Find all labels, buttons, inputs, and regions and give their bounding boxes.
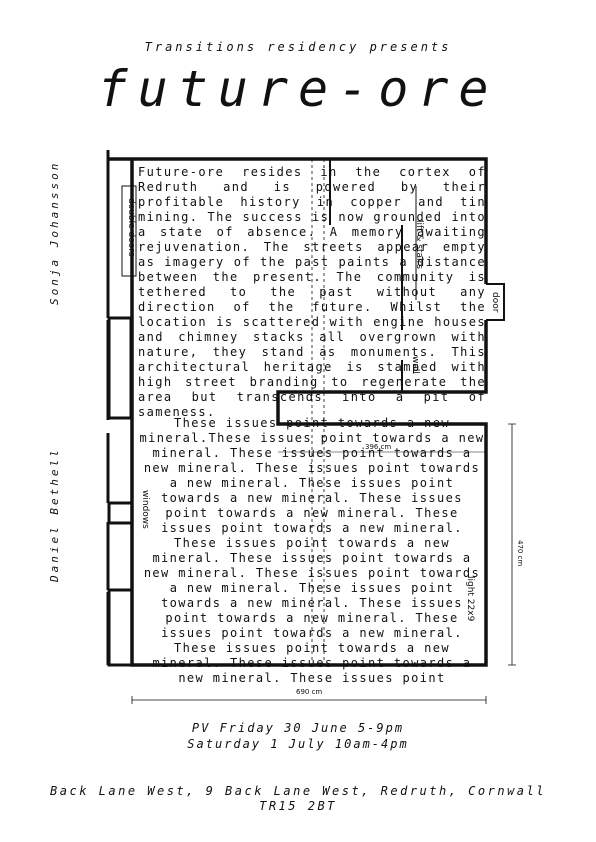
height-dimension-line xyxy=(508,423,516,666)
partition-wall xyxy=(329,159,403,392)
wall-label: wall xyxy=(410,356,420,374)
lift-label: lift & stairs xyxy=(414,220,424,269)
event-dates: PV Friday 30 June 5-9pm Saturday 1 July … xyxy=(0,720,596,752)
dashed-guide xyxy=(311,159,325,665)
inner-width-dimension: 396 cm xyxy=(365,443,392,451)
presents-line: Transitions residency presents xyxy=(144,40,452,54)
height-dimension: 470 cm xyxy=(516,540,524,567)
exhibition-title: future-ore xyxy=(97,60,499,118)
light-label: light 22x9 xyxy=(465,576,475,622)
double-doors-label: double doors xyxy=(126,198,136,257)
address-line-1: Back Lane West, 9 Back Lane West, Redrut… xyxy=(50,784,546,798)
pillar-3 xyxy=(107,588,134,667)
door-notch xyxy=(486,283,505,321)
address-postcode: TR15 2BT xyxy=(259,799,337,813)
top-wall xyxy=(108,157,488,284)
pillar-2 xyxy=(107,501,134,525)
width-dimension-line xyxy=(131,696,487,704)
width-dimension: 690 cm xyxy=(296,688,323,696)
windows-label: windows xyxy=(140,490,150,529)
double-door-box xyxy=(121,185,137,277)
inner-left-wall xyxy=(130,166,488,667)
opening-date: PV Friday 30 June 5-9pm xyxy=(191,721,405,735)
repeated-paragraph: These issues point towards a new mineral… xyxy=(139,416,485,685)
intro-paragraph: Future-ore resides in the cortex of Redr… xyxy=(138,165,486,419)
door-label: door xyxy=(490,292,500,313)
second-date: Saturday 1 July 10am-4pm xyxy=(187,737,409,751)
pillar-1 xyxy=(107,316,133,420)
venue-address: Back Lane West, 9 Back Lane West, Redrut… xyxy=(0,784,596,814)
